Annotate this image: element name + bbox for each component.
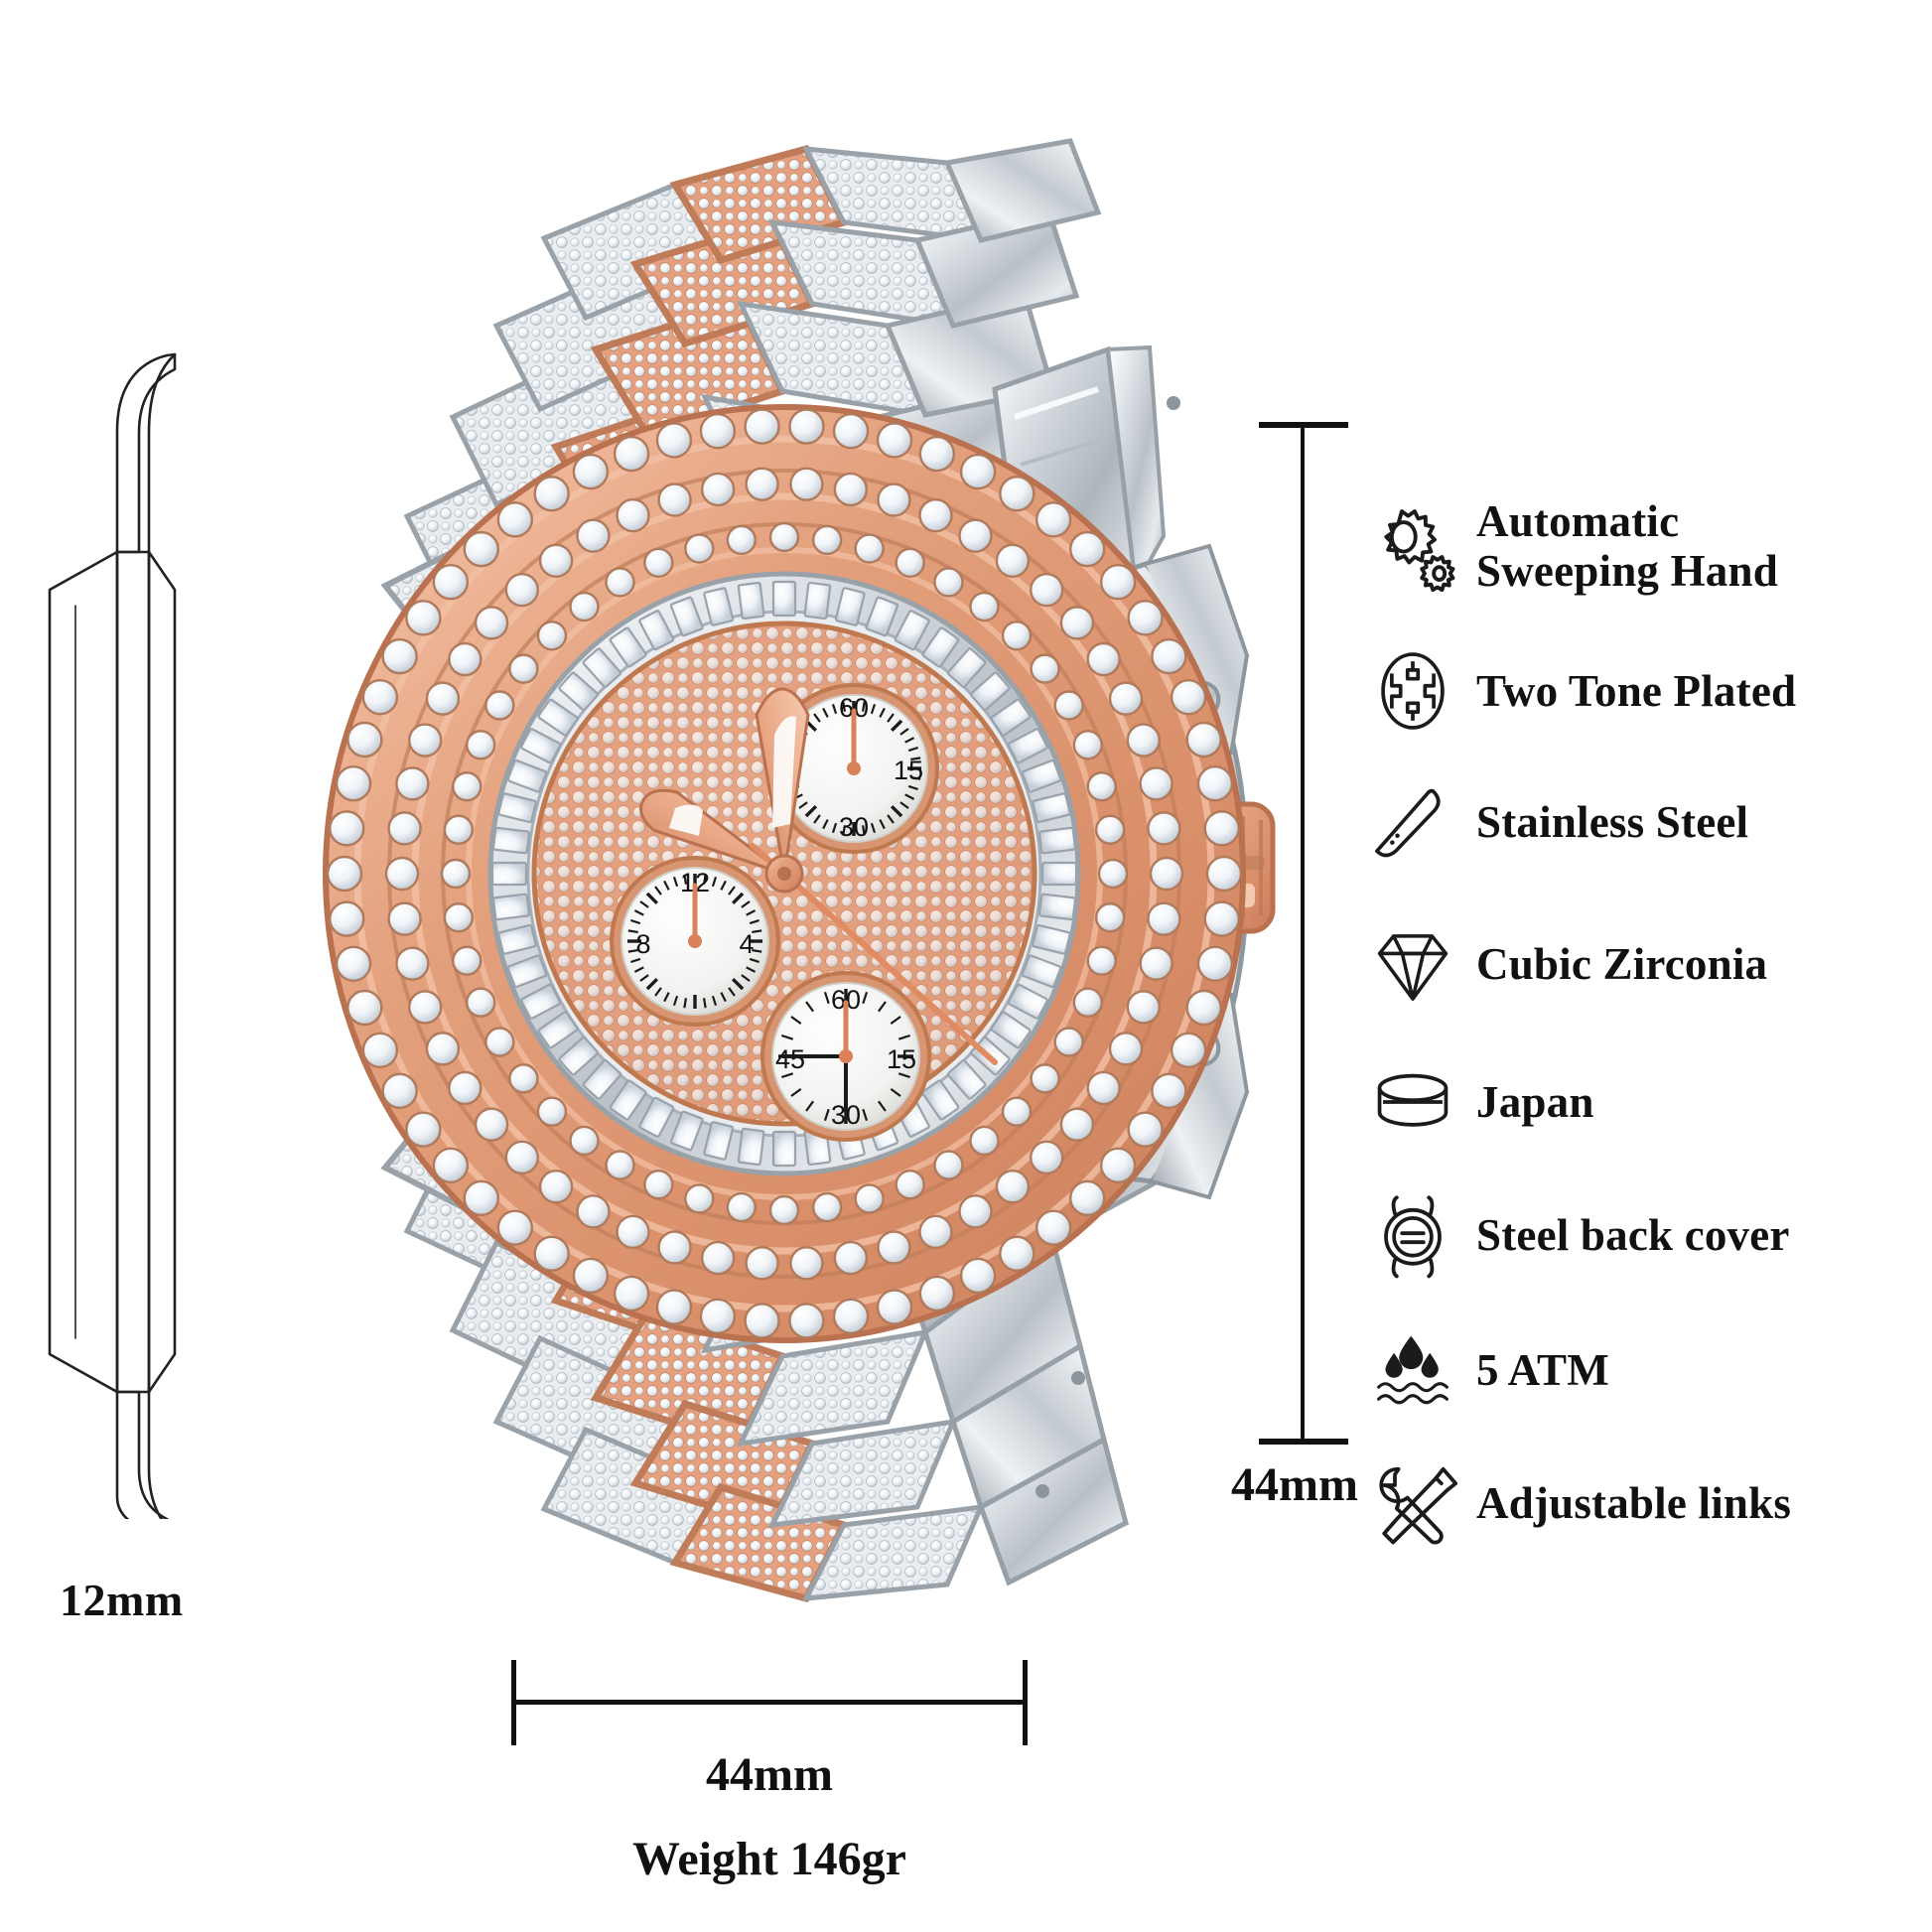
case-height-label: 44mm xyxy=(1231,1458,1358,1511)
subdial-left: 12 8 4 xyxy=(610,856,780,1027)
subdial-top-30: 30 xyxy=(839,812,869,842)
bezel xyxy=(323,404,1246,1343)
dimension-bar xyxy=(511,1700,1028,1705)
feature-label: Japan xyxy=(1476,1076,1594,1127)
height-dimension-line xyxy=(1259,422,1348,1445)
case-width-label: 44mm xyxy=(706,1748,833,1801)
feature-item-stainless-steel: Stainless Steel xyxy=(1365,757,1921,888)
feature-item-adjustable-links: Adjustable links xyxy=(1365,1444,1921,1563)
feature-label: Two Tone Plated xyxy=(1476,665,1797,716)
diamond-icon xyxy=(1365,916,1460,1012)
feature-item-automatic-sweeping-hand: Automatic Sweeping Hand xyxy=(1365,467,1921,625)
gears-icon xyxy=(1365,498,1460,594)
feature-item-japan: Japan xyxy=(1365,1040,1921,1164)
feature-list: Automatic Sweeping Hand Two Tone Plated xyxy=(1365,467,1921,1573)
thickness-label: 12mm xyxy=(60,1575,184,1625)
feature-item-two-tone-plated: Two Tone Plated xyxy=(1365,635,1921,747)
side-profile-outline xyxy=(40,328,298,1519)
feature-item-steel-back-cover: Steel back cover xyxy=(1365,1173,1921,1297)
watch-hands xyxy=(639,687,998,1065)
dimension-cap-bottom xyxy=(1259,1439,1348,1445)
dimension-cap-right xyxy=(1023,1660,1028,1745)
feature-label: Adjustable links xyxy=(1476,1477,1792,1528)
feature-label: 5 ATM xyxy=(1476,1344,1609,1395)
subdial-left-8: 8 xyxy=(635,929,650,959)
feature-item-water-resistance: 5 ATM xyxy=(1365,1307,1921,1434)
subdial-bottom-15: 15 xyxy=(887,1044,916,1074)
water-drops-icon xyxy=(1365,1322,1460,1418)
two-tone-icon xyxy=(1365,643,1460,739)
subdial-bottom-45: 45 xyxy=(775,1044,805,1074)
tools-icon xyxy=(1365,1455,1460,1551)
dimension-bar-vertical xyxy=(1301,422,1305,1445)
subdial-top-15: 15 xyxy=(894,756,923,785)
width-dimension-line xyxy=(511,1648,1028,1767)
feature-label: Automatic Sweeping Hand xyxy=(1476,495,1778,596)
dial: 60 15 30 12 8 4 xyxy=(531,621,1037,1142)
feature-item-cubic-zirconia: Cubic Zirconia xyxy=(1365,897,1921,1031)
movement-icon xyxy=(1365,1054,1460,1150)
feature-label: Stainless Steel xyxy=(1476,796,1749,847)
feature-label: Steel back cover xyxy=(1476,1209,1790,1260)
weight-label: Weight 146gr xyxy=(632,1833,906,1885)
case-back-icon xyxy=(1365,1187,1460,1283)
feature-label: Cubic Zirconia xyxy=(1476,938,1768,989)
subdial-left-4: 4 xyxy=(739,929,754,959)
steel-bar-icon xyxy=(1365,774,1460,870)
watch-illustration: 60 15 30 12 8 4 xyxy=(258,119,1311,1668)
subdial-bottom: 60 15 30 45 xyxy=(760,971,931,1142)
